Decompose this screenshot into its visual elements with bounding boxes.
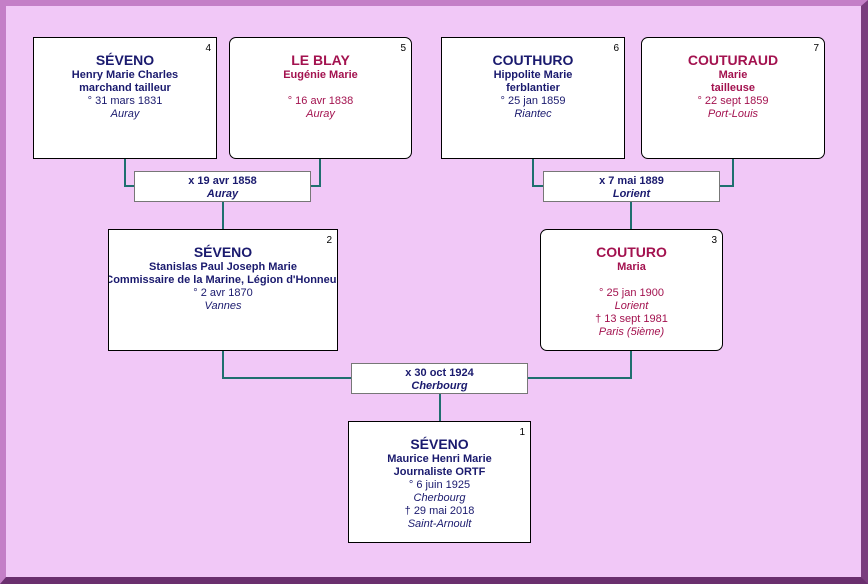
person-2-card[interactable]: 2 SÉVENO Stanislas Paul Joseph Marie Com…	[108, 229, 338, 351]
death-place: Saint-Arnoult	[407, 518, 472, 530]
person-3-card[interactable]: 3 COUTURO Maria ° 25 jan 1900 Lorient † …	[540, 229, 723, 351]
birth-date: ° 6 juin 1925	[408, 479, 471, 491]
birth-place: Port-Louis	[707, 108, 759, 120]
birth-date: ° 2 avr 1870	[193, 287, 253, 299]
surname: COUTURAUD	[687, 52, 779, 68]
connector-p5-m45	[310, 158, 321, 187]
surname: LE BLAY	[291, 52, 350, 68]
surname: SÉVENO	[193, 244, 253, 260]
person-5-card[interactable]: 5 LE BLAY Eugénie Marie ° 16 avr 1838 Au…	[229, 37, 412, 159]
birth-date: ° 16 avr 1838	[287, 95, 354, 107]
given-names: Marie	[718, 69, 748, 81]
sosa-number: 5	[400, 43, 406, 54]
connector-p2-m23	[222, 350, 352, 379]
marriage-2-3-box[interactable]: x 30 oct 1924 Cherbourg	[351, 363, 528, 394]
death-place: Paris (5ième)	[598, 326, 665, 338]
surname: SÉVENO	[95, 52, 155, 68]
sosa-number: 2	[326, 235, 332, 246]
birth-place: Cherbourg	[413, 492, 466, 504]
given-names: Eugénie Marie	[283, 69, 358, 81]
sosa-number: 7	[813, 43, 819, 54]
given-names: Stanislas Paul Joseph Marie	[149, 261, 297, 273]
marriage-place: Lorient	[612, 188, 651, 200]
marriage-place: Cherbourg	[411, 380, 468, 392]
death-date: † 29 mai 2018	[404, 505, 475, 517]
sosa-number: 4	[205, 43, 211, 54]
marriage-6-7-box[interactable]: x 7 mai 1889 Lorient	[543, 171, 720, 202]
birth-date: ° 25 jan 1900	[599, 287, 664, 299]
given-names: Maurice Henri Marie	[387, 453, 492, 465]
connector-p6-m67	[532, 158, 544, 187]
marriage-4-5-box[interactable]: x 19 avr 1858 Auray	[134, 171, 311, 202]
surname: COUTURO	[596, 244, 667, 260]
occupation: Commissaire de la Marine, Légion d'Honne…	[108, 274, 338, 286]
death-date: † 13 sept 1981	[595, 313, 668, 325]
marriage-date: x 19 avr 1858	[188, 175, 257, 187]
given-names: Maria	[617, 261, 646, 273]
person-7-card[interactable]: 7 COUTURAUD Marie tailleuse ° 22 sept 18…	[641, 37, 825, 159]
connector-p7-m67	[719, 158, 734, 187]
sosa-number: 1	[519, 427, 525, 438]
occupation: ferblantier	[506, 82, 560, 94]
marriage-date: x 7 mai 1889	[599, 175, 664, 187]
occupation: marchand tailleur	[79, 82, 171, 94]
birth-place: Auray	[306, 108, 335, 120]
marriage-place: Auray	[206, 188, 239, 200]
birth-place: Lorient	[614, 300, 649, 312]
birth-date: ° 25 jan 1859	[500, 95, 566, 107]
birth-date: ° 31 mars 1831	[87, 95, 163, 107]
person-6-card[interactable]: 6 COUTHURO Hippolite Marie ferblantier °…	[441, 37, 625, 159]
birth-place: Auray	[110, 108, 140, 120]
birth-date: ° 22 sept 1859	[697, 95, 769, 107]
marriage-date: x 30 oct 1924	[405, 367, 474, 379]
given-names: Henry Marie Charles	[71, 69, 179, 81]
surname: SÉVENO	[410, 436, 469, 452]
birth-place: Riantec	[514, 108, 552, 120]
birth-place: Vannes	[204, 300, 242, 312]
connector-p4-m45	[124, 158, 135, 187]
sosa-number: 3	[711, 235, 717, 246]
occupation: tailleuse	[710, 82, 756, 94]
person-4-card[interactable]: 4 SÉVENO Henry Marie Charles marchand ta…	[33, 37, 217, 159]
sosa-number: 6	[613, 43, 619, 54]
surname: COUTHURO	[492, 52, 574, 68]
connector-p3-m23	[527, 350, 632, 379]
given-names: Hippolite Marie	[493, 69, 573, 81]
person-1-card[interactable]: 1 SÉVENO Maurice Henri Marie Journaliste…	[348, 421, 531, 543]
occupation: Journaliste ORTF	[393, 466, 486, 478]
